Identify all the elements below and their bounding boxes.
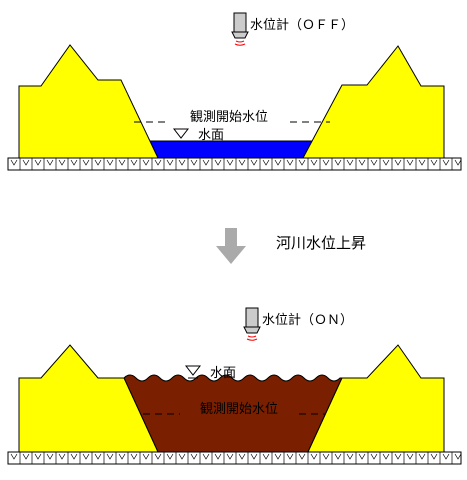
water-label-after: 水面 [210,366,236,381]
water-surface-triangle-after [184,365,202,376]
threshold-label-after: 観測開始水位 [200,402,278,417]
water-level-sensor-icon [231,12,249,46]
threshold-label-before: 観測開始水位 [190,110,268,125]
sensor-label-before: 水位計（ＯＦＦ） [250,17,354,33]
threshold-label-bg [170,110,288,124]
water-label-before: 水面 [198,128,224,143]
left-embankment-before [18,44,159,159]
ground-strip-after [7,451,462,465]
transition-label: 河川水位上昇 [276,234,366,252]
scene-before: 観測開始水位 水面 水位計（ＯＦＦ） [7,12,462,171]
ground-strip-before [7,157,462,171]
river-water-before [147,140,315,159]
scene-after: 観測開始水位 水面 水位計（ＯＮ） [7,307,462,465]
right-embankment-before [302,45,445,159]
right-embankment-after [307,344,445,453]
sensor-label-after: 水位計（ＯＮ） [262,312,353,328]
threshold-label-bg-after [180,401,298,416]
down-arrow-icon [216,228,246,264]
left-embankment-after [18,344,159,453]
water-surface-triangle-before [172,128,190,139]
water-level-sensor-icon [243,307,261,341]
transition: 河川水位上昇 [216,228,366,264]
